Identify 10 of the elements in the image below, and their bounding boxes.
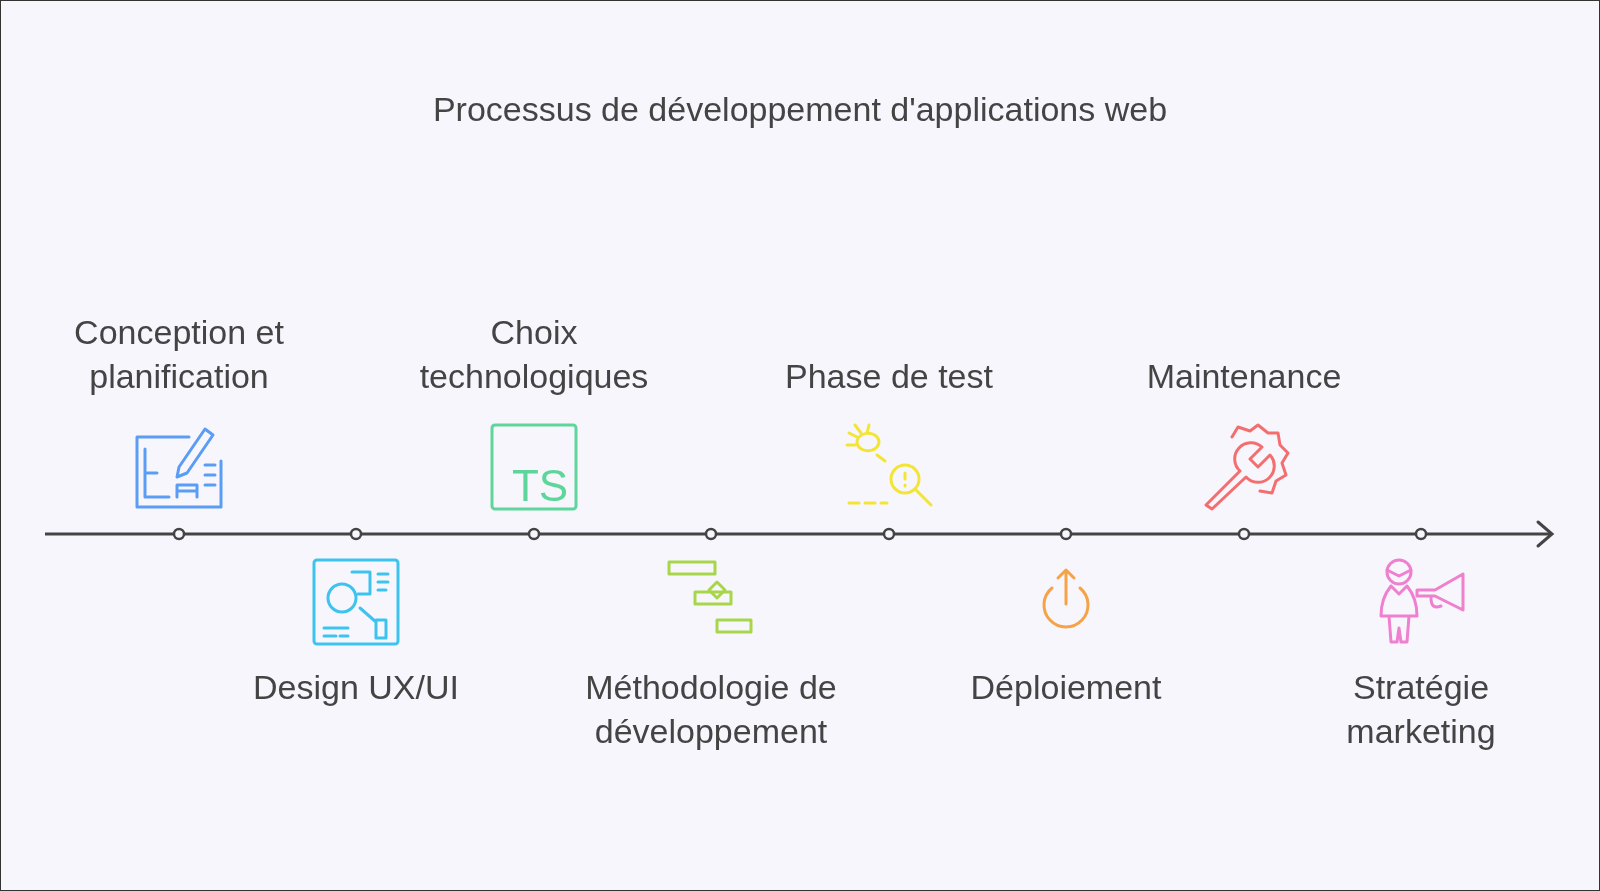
code-square-icon: TS: [490, 423, 578, 511]
milestone-label: Conception et planification: [44, 309, 314, 398]
milestone-label: Stratégie marketing: [1286, 665, 1556, 754]
milestone-label: Méthodologie de développement: [576, 665, 846, 754]
milestone-label: Choix technologiques: [399, 309, 669, 398]
milestone-label: Phase de test: [754, 353, 1024, 398]
milestone-label: Déploiement: [931, 665, 1201, 710]
milestone-label: Design UX/UI: [221, 665, 491, 710]
milestone-label: Maintenance: [1109, 353, 1379, 398]
diagram-title: Processus de développement d'applications web: [431, 90, 1169, 129]
